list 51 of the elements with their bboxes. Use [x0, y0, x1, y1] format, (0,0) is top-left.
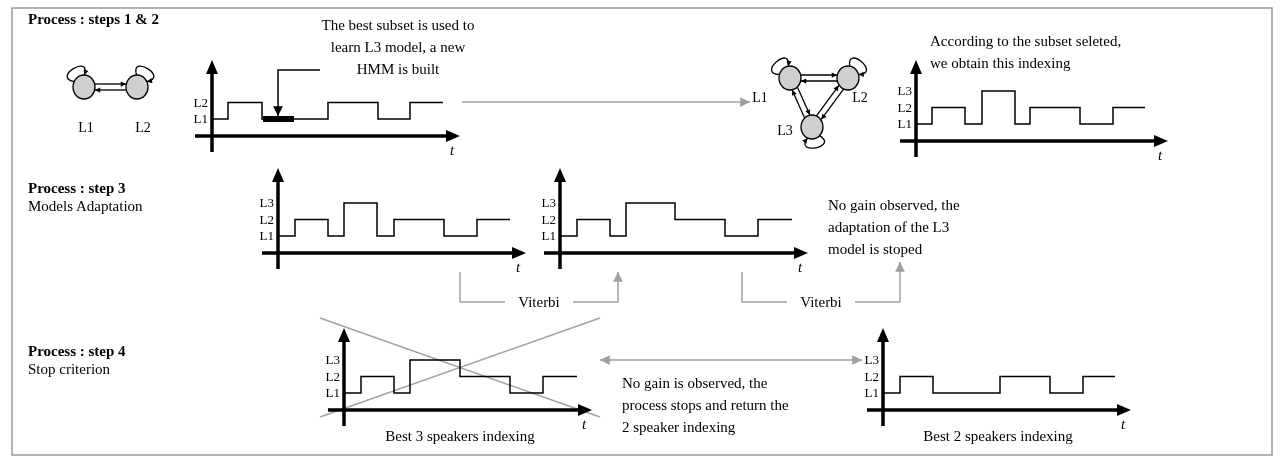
level-label: L2 — [540, 212, 556, 226]
section-heading: Process : steps 1 & 2 — [28, 10, 159, 29]
level-label: L1 — [540, 229, 556, 242]
section-subtitle: Stop criterion — [28, 360, 111, 379]
self-loop-arrow — [66, 65, 88, 83]
transition-arrow — [820, 88, 845, 121]
annotation-text: No gain is observed, the process stops and return the 2 speaker indexing — [622, 372, 794, 438]
leader-arrow — [273, 69, 321, 117]
chart-caption: Best 3 speakers indexing — [384, 427, 536, 446]
annotation-text: No gain observed, the adaptation of the L3 model is stoped — [828, 194, 980, 260]
transition-arrow — [800, 78, 838, 84]
state-label: L1 — [77, 119, 95, 137]
state-label: L2 — [134, 119, 152, 137]
section-subtitle: Models Adaptation — [28, 197, 143, 216]
section-heading: Process : step 4 — [28, 342, 126, 361]
level-label: L3 — [258, 196, 274, 209]
level-label: L1 — [896, 117, 912, 130]
level-label: L2 — [863, 369, 879, 383]
level-label: L1 — [324, 386, 340, 399]
transition-arrow — [94, 81, 127, 87]
level-label: L2 — [258, 212, 274, 226]
transition-arrow — [800, 72, 838, 78]
flow-arrow — [599, 355, 863, 365]
self-loop-arrow — [135, 65, 155, 83]
annotation-text: According to the subset seleted, we obtain this indexing — [930, 30, 1136, 74]
transition-arrow — [94, 87, 127, 93]
level-label: L1 — [863, 386, 879, 399]
transition-arrow — [815, 84, 840, 117]
transition-arrow — [791, 89, 806, 119]
level-label: L3 — [324, 353, 340, 366]
transition-arrow — [796, 86, 811, 116]
level-label: L2 — [324, 369, 340, 383]
level-label: L1 — [258, 229, 274, 242]
self-loop-arrow — [802, 135, 826, 149]
level-label: L2 — [896, 100, 912, 114]
level-label: L1 — [192, 112, 208, 125]
state-label: L3 — [776, 122, 794, 140]
annotation-text: The best subset is used to learn L3 model, a new HMM is built — [320, 14, 476, 80]
state-label: L2 — [851, 89, 869, 107]
level-label: L3 — [540, 196, 556, 209]
section-heading: Process : step 3 — [28, 179, 126, 198]
flow-arrow — [461, 97, 751, 107]
self-loop-arrow — [770, 57, 791, 76]
highlight-bar — [263, 116, 294, 122]
self-loop-arrow — [849, 57, 868, 77]
level-label: L3 — [896, 84, 912, 97]
chart-caption: Best 2 speakers indexing — [922, 427, 1074, 446]
level-label: L3 — [863, 353, 879, 366]
axis-label: t — [516, 261, 521, 274]
state-label: L1 — [751, 89, 769, 107]
level-label: L2 — [192, 95, 208, 109]
